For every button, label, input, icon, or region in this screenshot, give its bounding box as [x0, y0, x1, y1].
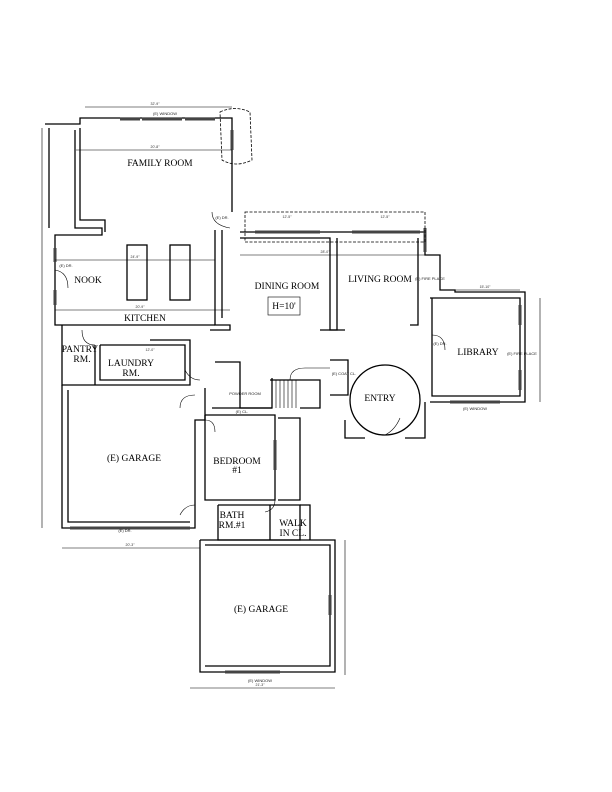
label-bedroom-number: #1 — [232, 466, 242, 476]
note-door-family: (E) DR. — [215, 215, 228, 220]
note-powder-room: POWDER ROOM — [229, 391, 261, 396]
note-door-garage: (E) DR. — [118, 528, 131, 533]
ceiling-height-box — [267, 296, 301, 316]
door-swings — [54, 211, 446, 516]
note-window-library: (E) WINDOW — [463, 406, 487, 411]
staircase — [275, 367, 330, 408]
label-nook: NOOK — [74, 276, 102, 286]
label-bath-number: RM.#1 — [219, 521, 246, 531]
note-window-family: (E) WINDOW — [153, 111, 177, 116]
label-garage-left: (E) GARAGE — [107, 453, 161, 464]
dim-living-window: 12'-5" — [381, 215, 391, 219]
revision-cloud-dining-living — [244, 211, 426, 243]
revision-cloud-family — [219, 108, 253, 165]
label-garage-right: (E) GARAGE — [234, 604, 288, 615]
label-laundry-rm: RM. — [122, 369, 139, 379]
dim-garage-bottom: 21'-3" — [256, 683, 266, 687]
label-bath: BATH — [220, 511, 245, 521]
dim-kitchen-bottom: 20'-9" — [136, 305, 146, 309]
note-door-nook: (E) DR. — [59, 263, 72, 268]
label-walk-in-closet: IN CL. — [280, 529, 307, 539]
note-window-garage: (E) WINDOW — [248, 678, 272, 683]
kitchen-island-right — [169, 244, 191, 301]
note-closet: (E) CL. — [236, 409, 249, 414]
dimension-lines — [41, 106, 541, 689]
kitchen-island-left — [126, 244, 148, 301]
label-walk-in: WALK — [279, 519, 307, 529]
label-family-room: FAMILY ROOM — [127, 159, 193, 169]
dim-left-garage-bottom: 20'-3" — [126, 543, 136, 547]
windows — [53, 117, 522, 674]
note-door-library: (E) DR. — [433, 341, 446, 346]
dim-laundry: 12'-0" — [146, 348, 156, 352]
label-laundry: LAUNDRY — [108, 359, 154, 369]
label-pantry-rm: RM. — [73, 355, 90, 365]
label-living-room: LIVING ROOM — [348, 275, 412, 285]
walls — [45, 117, 526, 673]
dim-library-top: 15'-10" — [480, 285, 492, 289]
label-dining-room: DINING ROOM — [255, 282, 320, 292]
label-pantry: PANTRY — [62, 345, 99, 355]
note-coat-closet: (E) COAT CL. — [332, 371, 357, 376]
label-library: LIBRARY — [457, 348, 498, 358]
label-kitchen: KITCHEN — [124, 314, 166, 324]
note-fireplace-living: (E) FIRE PLACE — [415, 276, 445, 281]
note-fireplace-library: (E) FIRE PLACE — [507, 351, 537, 356]
dim-dining-living: 28'-0" — [321, 250, 331, 254]
dim-kitchen-top: 24'-9" — [131, 255, 141, 259]
dim-family-width: 20'-8" — [151, 145, 161, 149]
dim-top: 32'-9" — [151, 102, 161, 106]
label-entry: ENTRY — [364, 394, 395, 404]
dim-dining-window: 12'-5" — [283, 215, 293, 219]
label-ceiling-height: H=10' — [272, 302, 296, 312]
label-bedroom: BEDROOM — [213, 457, 261, 467]
